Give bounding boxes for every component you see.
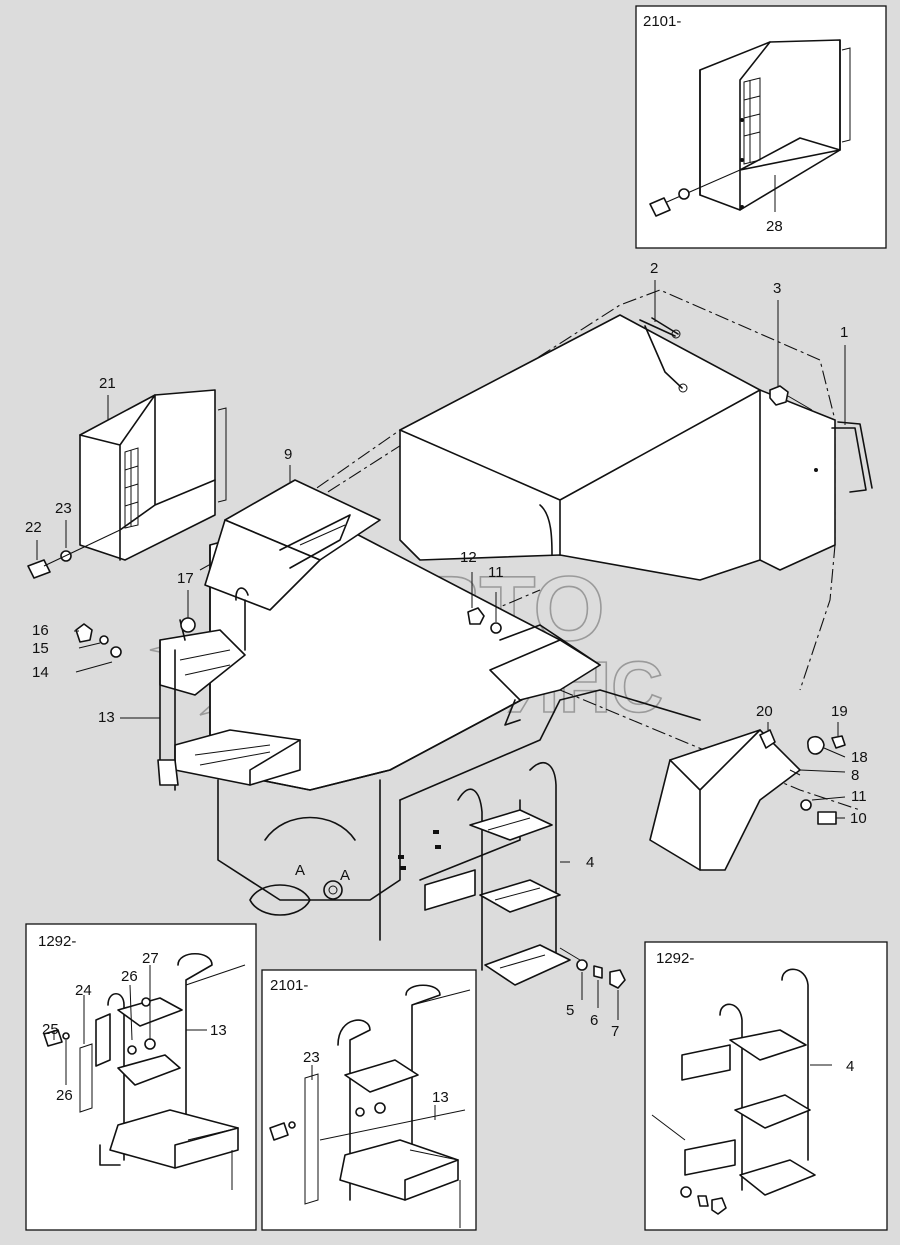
callout-13c: 13 [432,1089,449,1106]
callout-9: 9 [284,446,292,463]
callout-2: 2 [650,260,658,277]
callout-21: 21 [99,375,116,392]
main-assembly: A A [27,280,873,1020]
callout-16: 16 [32,622,49,639]
callout-13b: 13 [210,1022,227,1039]
callout-5: 5 [566,1002,574,1019]
inset-bottom-center: 2101- 23 13 [261,969,477,1231]
callout-11b: 11 [851,788,867,805]
inset-top-right: 2101- 28 [635,5,887,249]
callout-10: 10 [850,810,867,827]
inset-bottom-right: 1292- 4 [644,941,888,1231]
callout-4b: 4 [846,1058,854,1075]
callout-24: 24 [75,982,92,999]
callout-13a: 13 [98,709,115,726]
callout-22: 22 [25,519,42,536]
mark-a2: A [340,867,350,884]
callout-26b: 26 [56,1087,73,1104]
callout-15: 15 [32,640,49,657]
callout-4: 4 [586,854,594,871]
main-callouts: 1 2 3 4 5 6 7 8 9 10 11 11 12 13 14 15 1… [25,260,868,1040]
callout-12: 12 [460,549,477,566]
inset-bottom-center-code: 2101- [270,977,308,994]
callout-28: 28 [766,218,783,235]
callout-14: 14 [32,664,49,681]
callout-3: 3 [773,280,781,297]
callout-18: 18 [851,749,868,766]
callout-26a: 26 [121,968,138,985]
callout-19: 19 [831,703,848,720]
inset-bottom-left-code: 1292- [38,933,76,950]
callout-7: 7 [611,1023,619,1040]
callout-8: 8 [851,767,859,784]
inset-top-right-code: 2101- [643,13,681,30]
callout-25: 25 [42,1021,59,1038]
callout-20: 20 [756,703,773,720]
callout-11a: 11 [488,564,504,581]
inset-bottom-left: 1292- 24 25 26 26 27 13 [25,923,257,1231]
callout-1: 1 [840,324,848,341]
callout-23a: 23 [55,500,72,517]
callout-17: 17 [177,570,194,587]
callout-6: 6 [590,1012,598,1029]
callout-27: 27 [142,950,159,967]
callout-23b: 23 [303,1049,320,1066]
inset-bottom-right-code: 1292- [656,950,694,967]
mark-a1: A [295,862,305,879]
